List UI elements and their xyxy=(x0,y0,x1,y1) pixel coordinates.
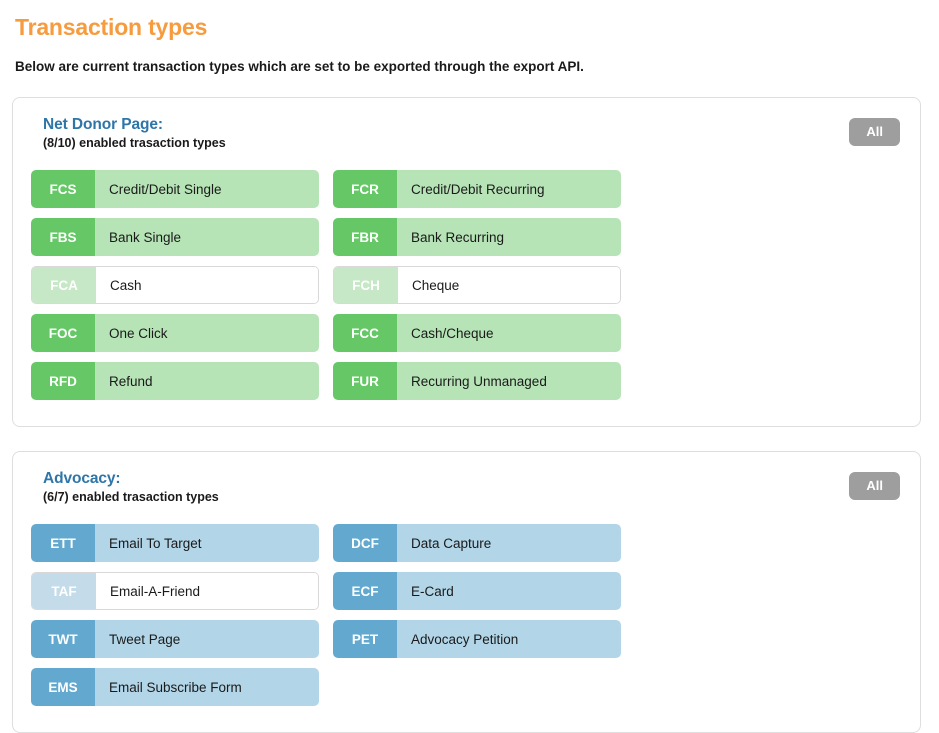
transaction-type-label: Recurring Unmanaged xyxy=(397,362,621,400)
select-all-button[interactable]: All xyxy=(849,472,900,500)
transaction-type-label: One Click xyxy=(95,314,319,352)
transaction-type-code: FUR xyxy=(333,362,397,400)
section-enabled-count: (6/7) enabled trasaction types xyxy=(43,490,219,504)
transaction-type-code: DCF xyxy=(333,524,397,562)
transaction-type-code: RFD xyxy=(31,362,95,400)
sections-container: Net Donor Page: (8/10) enabled trasaction… xyxy=(12,97,921,733)
transaction-type-code: TAF xyxy=(32,573,96,609)
transaction-type-code: FBR xyxy=(333,218,397,256)
transaction-type-code: EMS xyxy=(31,668,95,706)
transaction-type-label: Cash/Cheque xyxy=(397,314,621,352)
transaction-type-code: FCA xyxy=(32,267,96,303)
transaction-type-label: Refund xyxy=(95,362,319,400)
page-title: Transaction types xyxy=(15,14,208,40)
transaction-type-label: Email Subscribe Form xyxy=(95,668,319,706)
transaction-type-label: Advocacy Petition xyxy=(397,620,621,658)
page-subtitle: Below are current transaction types whic… xyxy=(15,59,584,74)
transaction-type-label: E-Card xyxy=(397,572,621,610)
transaction-type-label: Cheque xyxy=(398,267,620,303)
transaction-type-label: Credit/Debit Recurring xyxy=(397,170,621,208)
transaction-type-code: TWT xyxy=(31,620,95,658)
section-title: Advocacy: xyxy=(43,470,121,487)
transaction-type-code: PET xyxy=(333,620,397,658)
transaction-type-label: Data Capture xyxy=(397,524,621,562)
section-enabled-count: (8/10) enabled trasaction types xyxy=(43,136,226,150)
section-card-net-donor-page: Net Donor Page: (8/10) enabled trasaction… xyxy=(12,97,921,427)
transaction-type-code: FCS xyxy=(31,170,95,208)
select-all-button[interactable]: All xyxy=(849,118,900,146)
transaction-type-code: FCC xyxy=(333,314,397,352)
section-title: Net Donor Page: xyxy=(43,116,163,133)
section-header: Advocacy: (6/7) enabled trasaction types A… xyxy=(31,470,902,510)
transaction-type-label: Cash xyxy=(96,267,318,303)
transaction-type-label: Credit/Debit Single xyxy=(95,170,319,208)
transaction-type-code: FBS xyxy=(31,218,95,256)
transaction-type-code: FOC xyxy=(31,314,95,352)
transaction-type-label: Bank Recurring xyxy=(397,218,621,256)
transaction-type-code: FCH xyxy=(334,267,398,303)
transaction-type-label: Email-A-Friend xyxy=(96,573,318,609)
transaction-type-code: FCR xyxy=(333,170,397,208)
transaction-type-label: Bank Single xyxy=(95,218,319,256)
transaction-type-code: ECF xyxy=(333,572,397,610)
section-header: Net Donor Page: (8/10) enabled trasaction… xyxy=(31,116,902,156)
transaction-type-code: ETT xyxy=(31,524,95,562)
transaction-type-label: Email To Target xyxy=(95,524,319,562)
transaction-type-label: Tweet Page xyxy=(95,620,319,658)
